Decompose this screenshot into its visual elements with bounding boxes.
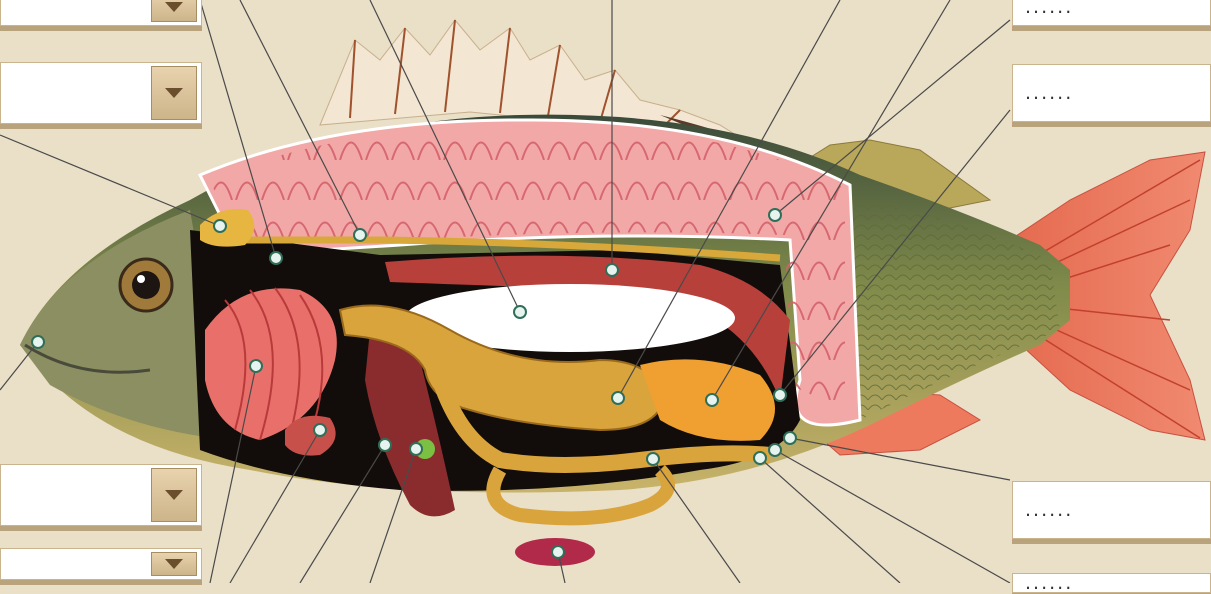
answer-dropdown-left-1[interactable] [0,0,202,26]
dropdown-button[interactable] [151,552,197,576]
dropdown-button[interactable] [151,66,197,120]
chevron-down-icon [165,559,183,569]
chevron-down-icon [165,490,183,500]
answer-field-right-1[interactable]: ...... [1012,0,1211,26]
answer-dropdown-left-4[interactable] [0,548,202,580]
dropdown-button[interactable] [151,468,197,522]
answer-field-text: ...... [1025,572,1073,594]
chevron-down-icon [165,2,183,12]
answer-field-right-3[interactable]: ...... [1012,481,1211,539]
answer-field-text: ...... [1025,0,1073,18]
answer-dropdown-left-2[interactable] [0,62,202,124]
answer-field-text: ...... [1025,499,1073,521]
dropdown-button[interactable] [151,0,197,22]
answer-dropdown-left-3[interactable] [0,464,202,526]
answer-field-text: ...... [1025,82,1073,104]
chevron-down-icon [165,88,183,98]
answer-field-right-2[interactable]: ...... [1012,64,1211,122]
answer-field-right-4[interactable]: ...... [1012,573,1211,593]
